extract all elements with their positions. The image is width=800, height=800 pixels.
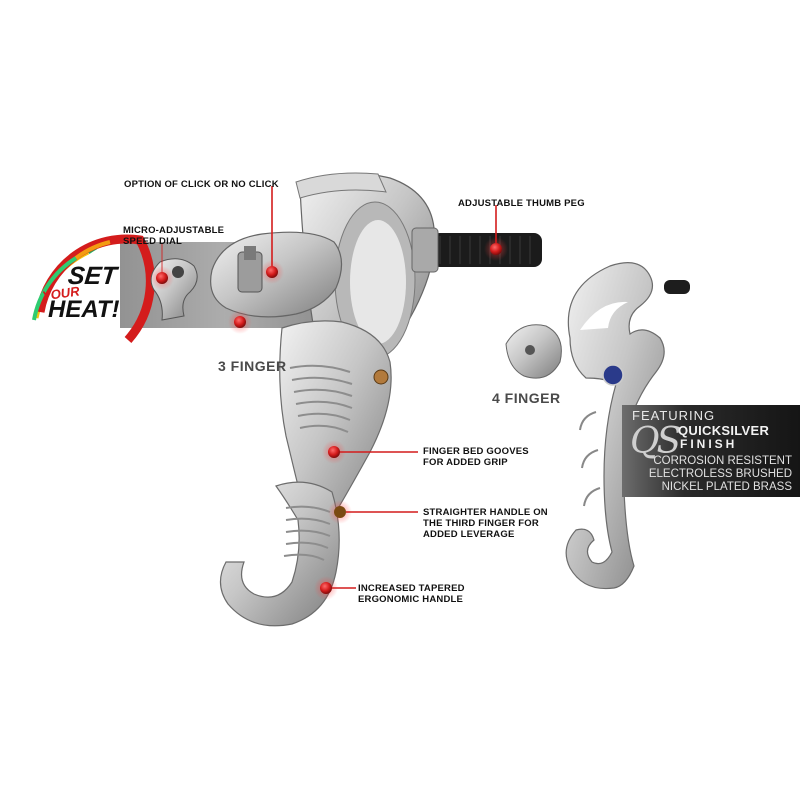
badge-heat: HEAT! (48, 296, 120, 323)
quicksilver-feature-panel: FEATURING QS QUICKSILVER FINISH CORROSIO… (622, 405, 800, 497)
callout-tapered-handle: INCREASED TAPERED ERGONOMIC HANDLE (358, 583, 465, 605)
featuring-heading: FEATURING (632, 408, 716, 423)
label-three-finger: 3 FINGER (218, 358, 287, 374)
callout-leaders (271, 186, 497, 589)
callout-markers (150, 237, 508, 600)
callout-finger-bed: FINGER BED GOOVES FOR ADDED GRIP (423, 446, 529, 468)
finish-title: FINISH (680, 437, 738, 451)
quicksilver-title: QUICKSILVER (678, 423, 770, 438)
heat-gauge-icon (32, 234, 155, 343)
four-finger-release (505, 262, 690, 590)
feature-line-2: ELECTROLESS BRUSHED (648, 468, 792, 480)
callout-thumb-peg: ADJUSTABLE THUMB PEG (458, 198, 585, 209)
label-four-finger: 4 FINGER (492, 390, 561, 406)
callout-click-option: OPTION OF CLICK OR NO CLICK (124, 179, 279, 190)
feature-line-3: NICKEL PLATED BRASS (661, 481, 792, 493)
feature-line-1: CORROSION RESISTENT (653, 455, 792, 467)
qs-logo: QS (630, 421, 681, 462)
three-finger-release (210, 172, 542, 627)
callout-straighter-handle: STRAIGHTER HANDLE ON THE THIRD FINGER FO… (423, 507, 548, 540)
callout-speed-dial: MICRO-ADJUSTABLE SPEED DIAL (123, 225, 225, 247)
